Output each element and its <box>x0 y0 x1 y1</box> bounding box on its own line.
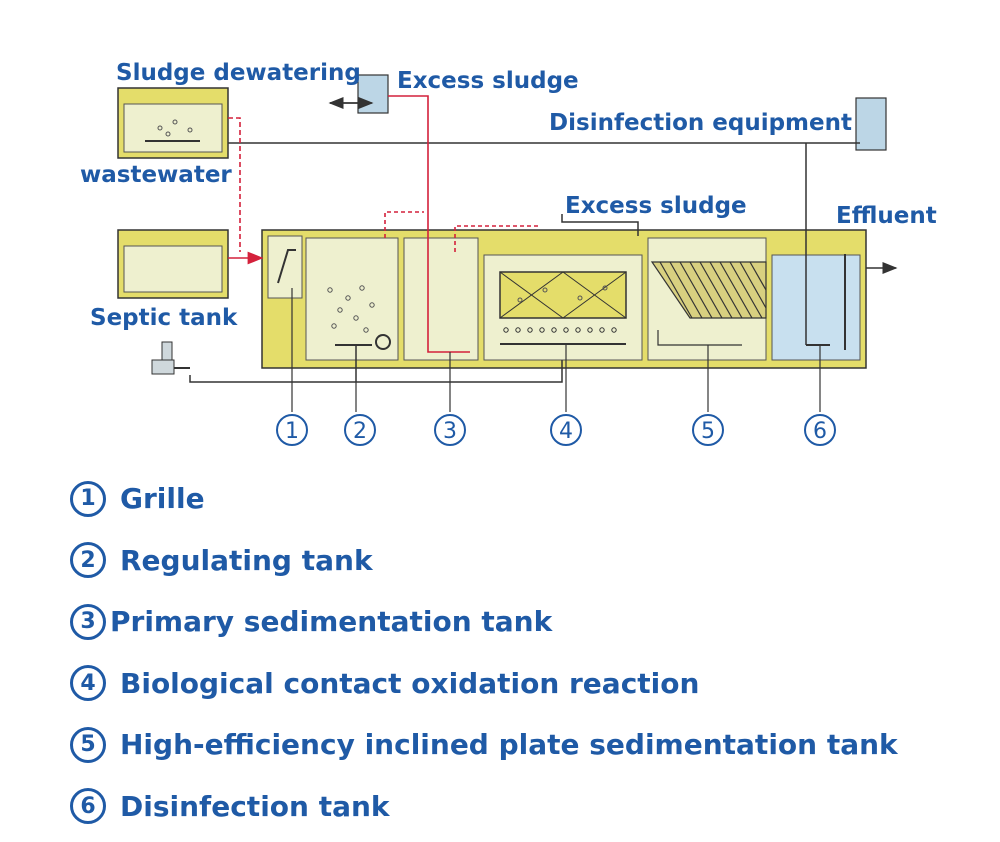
sludge-dewatering-tank <box>117 87 229 159</box>
sludge-return-lines <box>228 95 538 353</box>
label-wastewater: wastewater <box>80 162 232 188</box>
primary-sedimentation-tank <box>403 237 479 361</box>
legend-number: 1 <box>70 480 106 517</box>
svg-text:2: 2 <box>353 419 367 444</box>
legend-number: 6 <box>70 788 106 825</box>
excess-sludge-box <box>357 74 389 114</box>
grille-icon <box>277 249 296 284</box>
svg-text:1: 1 <box>285 419 299 444</box>
septic-tank <box>117 229 229 299</box>
contact-media <box>499 271 627 345</box>
legend-number: 4 <box>70 665 106 702</box>
legend-item-primary-sedimentation: 3 Primary sedimentation tank <box>70 591 970 653</box>
legend-number: 2 <box>70 542 106 579</box>
marker-1: 1 <box>276 414 308 446</box>
label-effluent: Effluent <box>836 203 937 229</box>
label-sludge-dewatering: Sludge dewatering <box>116 60 361 86</box>
legend-text: Disinfection tank <box>120 789 390 823</box>
pipes <box>189 97 898 383</box>
legend-item-regulating-tank: 2 Regulating tank <box>70 530 970 592</box>
legend-item-disinfection-tank: 6 Disinfection tank <box>70 776 970 838</box>
label-excess-sludge-top: Excess sludge <box>397 68 579 94</box>
marker-2: 2 <box>344 414 376 446</box>
label-excess-sludge-mid: Excess sludge <box>565 193 747 219</box>
blower-icon <box>151 341 190 375</box>
grille-chamber <box>267 235 303 299</box>
legend-text: Primary sedimentation tank <box>110 605 553 639</box>
legend: 1 Grille 2 Regulating tank 3 Primary sed… <box>70 468 970 837</box>
svg-text:5: 5 <box>701 419 715 444</box>
process-diagram: 1 2 3 4 5 6 Sludge dewatering Excess slu… <box>80 60 937 446</box>
label-septic-tank: Septic tank <box>90 305 238 331</box>
legend-text: Biological contact oxidation reaction <box>120 666 700 700</box>
legend-text: Grille <box>120 482 205 516</box>
legend-item-inclined-plate: 5 High-efficiency inclined plate sedimen… <box>70 714 970 776</box>
marker-5: 5 <box>692 414 724 446</box>
inclined-plates <box>650 261 767 346</box>
legend-number: 5 <box>70 726 106 763</box>
legend-item-contact-oxidation: 4 Biological contact oxidation reaction <box>70 653 970 715</box>
marker-4: 4 <box>550 414 582 446</box>
marker-6: 6 <box>804 414 836 446</box>
marker-leaders <box>291 288 821 412</box>
svg-text:4: 4 <box>559 419 573 444</box>
marker-3: 3 <box>434 414 466 446</box>
pump-icon <box>375 334 391 350</box>
svg-text:6: 6 <box>813 419 827 444</box>
aeration-bubbles-regulating <box>327 285 375 333</box>
disinfection-equipment-box <box>855 97 887 151</box>
label-disinfection-equipment: Disinfection equipment <box>549 110 852 136</box>
legend-text: High-efficiency inclined plate sedimenta… <box>120 728 898 762</box>
svg-text:3: 3 <box>443 419 457 444</box>
legend-item-grille: 1 Grille <box>70 468 970 530</box>
legend-text: Regulating tank <box>120 543 373 577</box>
legend-number: 3 <box>70 603 106 640</box>
